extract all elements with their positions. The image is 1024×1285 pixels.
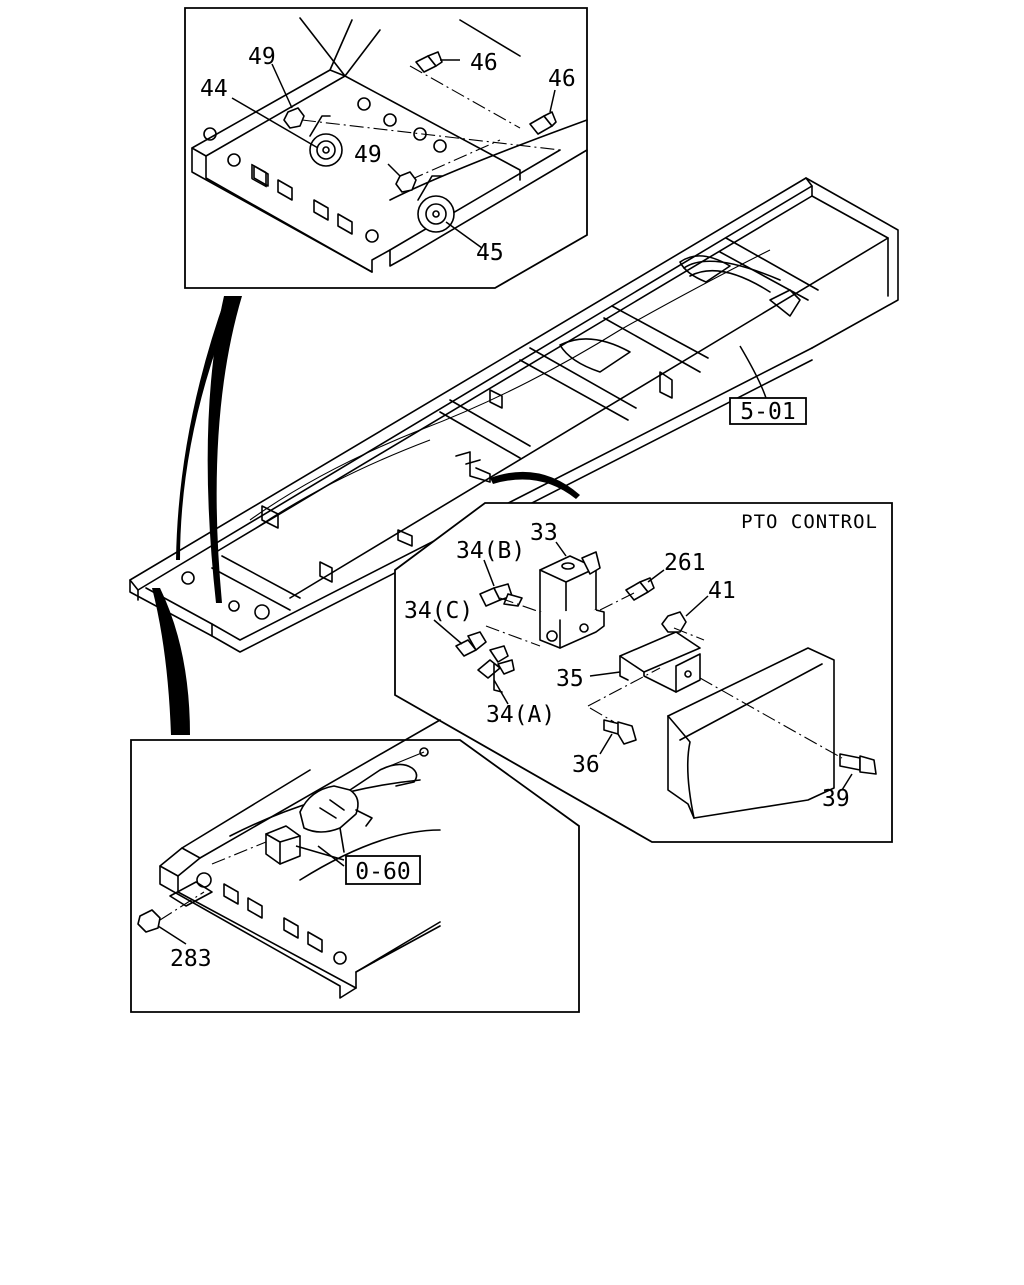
ref-0-60-label: 0-60 bbox=[355, 859, 410, 885]
horn-45 bbox=[417, 175, 455, 233]
bracket-35 bbox=[619, 631, 701, 693]
label-34c: 34(C) bbox=[404, 598, 473, 624]
lower-detail-panel: 0-60 283 bbox=[130, 719, 580, 1013]
valve-33 bbox=[539, 551, 605, 649]
bolt-46-right bbox=[529, 111, 557, 135]
ref-5-01-label: 5-01 bbox=[740, 399, 795, 425]
chassis-frame bbox=[129, 177, 899, 653]
bolt-46-top bbox=[415, 51, 443, 73]
fitting-34b bbox=[479, 583, 523, 607]
pto-title: PTO CONTROL bbox=[741, 511, 878, 533]
label-49-mid: 49 bbox=[354, 142, 382, 168]
label-34a: 34(A) bbox=[486, 702, 555, 728]
label-36: 36 bbox=[572, 752, 600, 778]
callout-wedges bbox=[152, 296, 580, 735]
label-46-right: 46 bbox=[548, 66, 576, 92]
pto-lever bbox=[299, 747, 429, 853]
label-49-top: 49 bbox=[248, 44, 276, 70]
label-34b: 34(B) bbox=[456, 538, 525, 564]
fitting-34c bbox=[455, 631, 487, 657]
bolt-39 bbox=[839, 753, 877, 775]
pto-detail-panel: PTO CONTROL bbox=[394, 502, 893, 843]
bolt-261 bbox=[625, 577, 655, 601]
bracket-0-60 bbox=[265, 825, 301, 865]
horn-44 bbox=[309, 115, 343, 167]
label-35: 35 bbox=[556, 666, 584, 692]
bolt-36 bbox=[603, 719, 637, 745]
ref-5-01: 5-01 bbox=[729, 397, 807, 425]
horn-detail-panel: 49 46 46 44 49 45 bbox=[184, 7, 588, 289]
label-39: 39 bbox=[822, 786, 850, 812]
label-45: 45 bbox=[476, 240, 504, 266]
label-46-top: 46 bbox=[470, 50, 498, 76]
pto-frame-section bbox=[667, 647, 835, 819]
fitting-34a bbox=[477, 645, 515, 693]
label-41: 41 bbox=[708, 578, 736, 604]
rail-windows bbox=[203, 97, 447, 243]
label-283: 283 bbox=[170, 946, 212, 972]
ref-0-60: 0-60 bbox=[345, 855, 421, 885]
label-33: 33 bbox=[530, 520, 558, 546]
label-261: 261 bbox=[664, 550, 706, 576]
label-44: 44 bbox=[200, 76, 228, 102]
